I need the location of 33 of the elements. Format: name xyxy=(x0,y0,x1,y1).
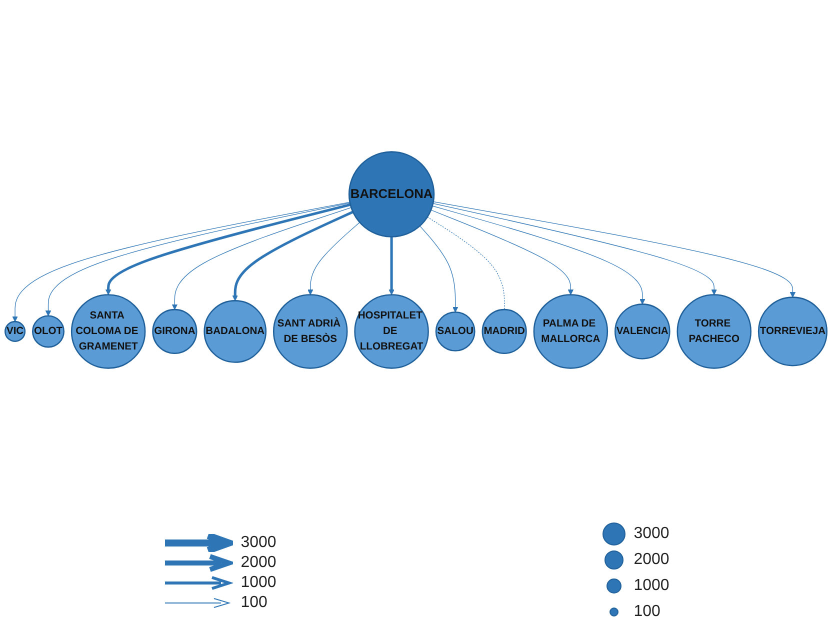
node-circle: SALOU xyxy=(435,311,476,352)
arrow xyxy=(172,207,352,310)
node-circle: TORRE PACHECO xyxy=(676,294,752,369)
legend-label: 100 xyxy=(634,602,660,620)
arrow xyxy=(232,210,354,301)
connector xyxy=(427,216,505,310)
arrow xyxy=(433,201,796,298)
arrow xyxy=(420,226,458,312)
node-circle: SANTA COLOMA DE GRAMENET xyxy=(70,294,146,369)
legend-label: 3000 xyxy=(634,524,670,542)
legend-label: 1000 xyxy=(240,574,276,592)
legend-label: 2000 xyxy=(634,550,670,568)
arrow xyxy=(432,206,646,304)
arrow xyxy=(430,210,574,295)
node-circle: VALENCIA xyxy=(614,304,670,360)
node-circle: OLOT xyxy=(32,315,64,348)
node-circle: VIC xyxy=(4,320,26,342)
node-circle: BARCELONA xyxy=(348,151,435,238)
legend-label: 3000 xyxy=(240,534,276,552)
node-circle: TORREVIEJA xyxy=(758,296,828,366)
node-circle: BADALONA xyxy=(204,300,267,363)
arrow xyxy=(106,203,351,295)
legend-label: 1000 xyxy=(634,576,670,594)
node-circle: SANT ADRIÀ DE BESÒS xyxy=(272,294,348,369)
legend-label: 100 xyxy=(240,594,268,612)
legend-label: 2000 xyxy=(240,554,276,572)
node-circle: GIRONA xyxy=(152,308,198,354)
arrow xyxy=(308,222,360,295)
node-circle: PALMA DE MALLORCA xyxy=(533,294,608,369)
node-circle: HOSPITALET DE LLOBREGAT xyxy=(354,294,429,369)
arrow xyxy=(388,236,394,295)
node-circle: MADRID xyxy=(482,308,527,354)
arrow xyxy=(432,203,717,295)
